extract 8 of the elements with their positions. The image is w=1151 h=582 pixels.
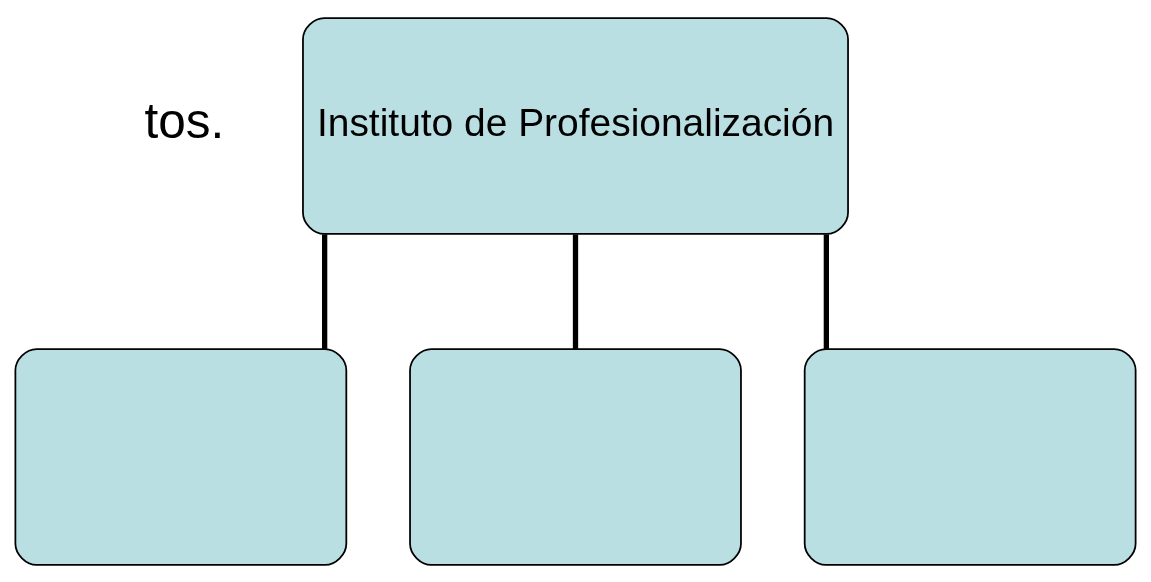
node-box: Instituto de Profesionalización xyxy=(302,16,849,235)
connector xyxy=(322,233,328,349)
connector xyxy=(823,233,829,349)
node-box xyxy=(803,347,1137,566)
label: tos. xyxy=(144,92,225,149)
connector xyxy=(572,233,579,349)
node-box xyxy=(14,347,348,566)
node-box xyxy=(409,347,742,566)
